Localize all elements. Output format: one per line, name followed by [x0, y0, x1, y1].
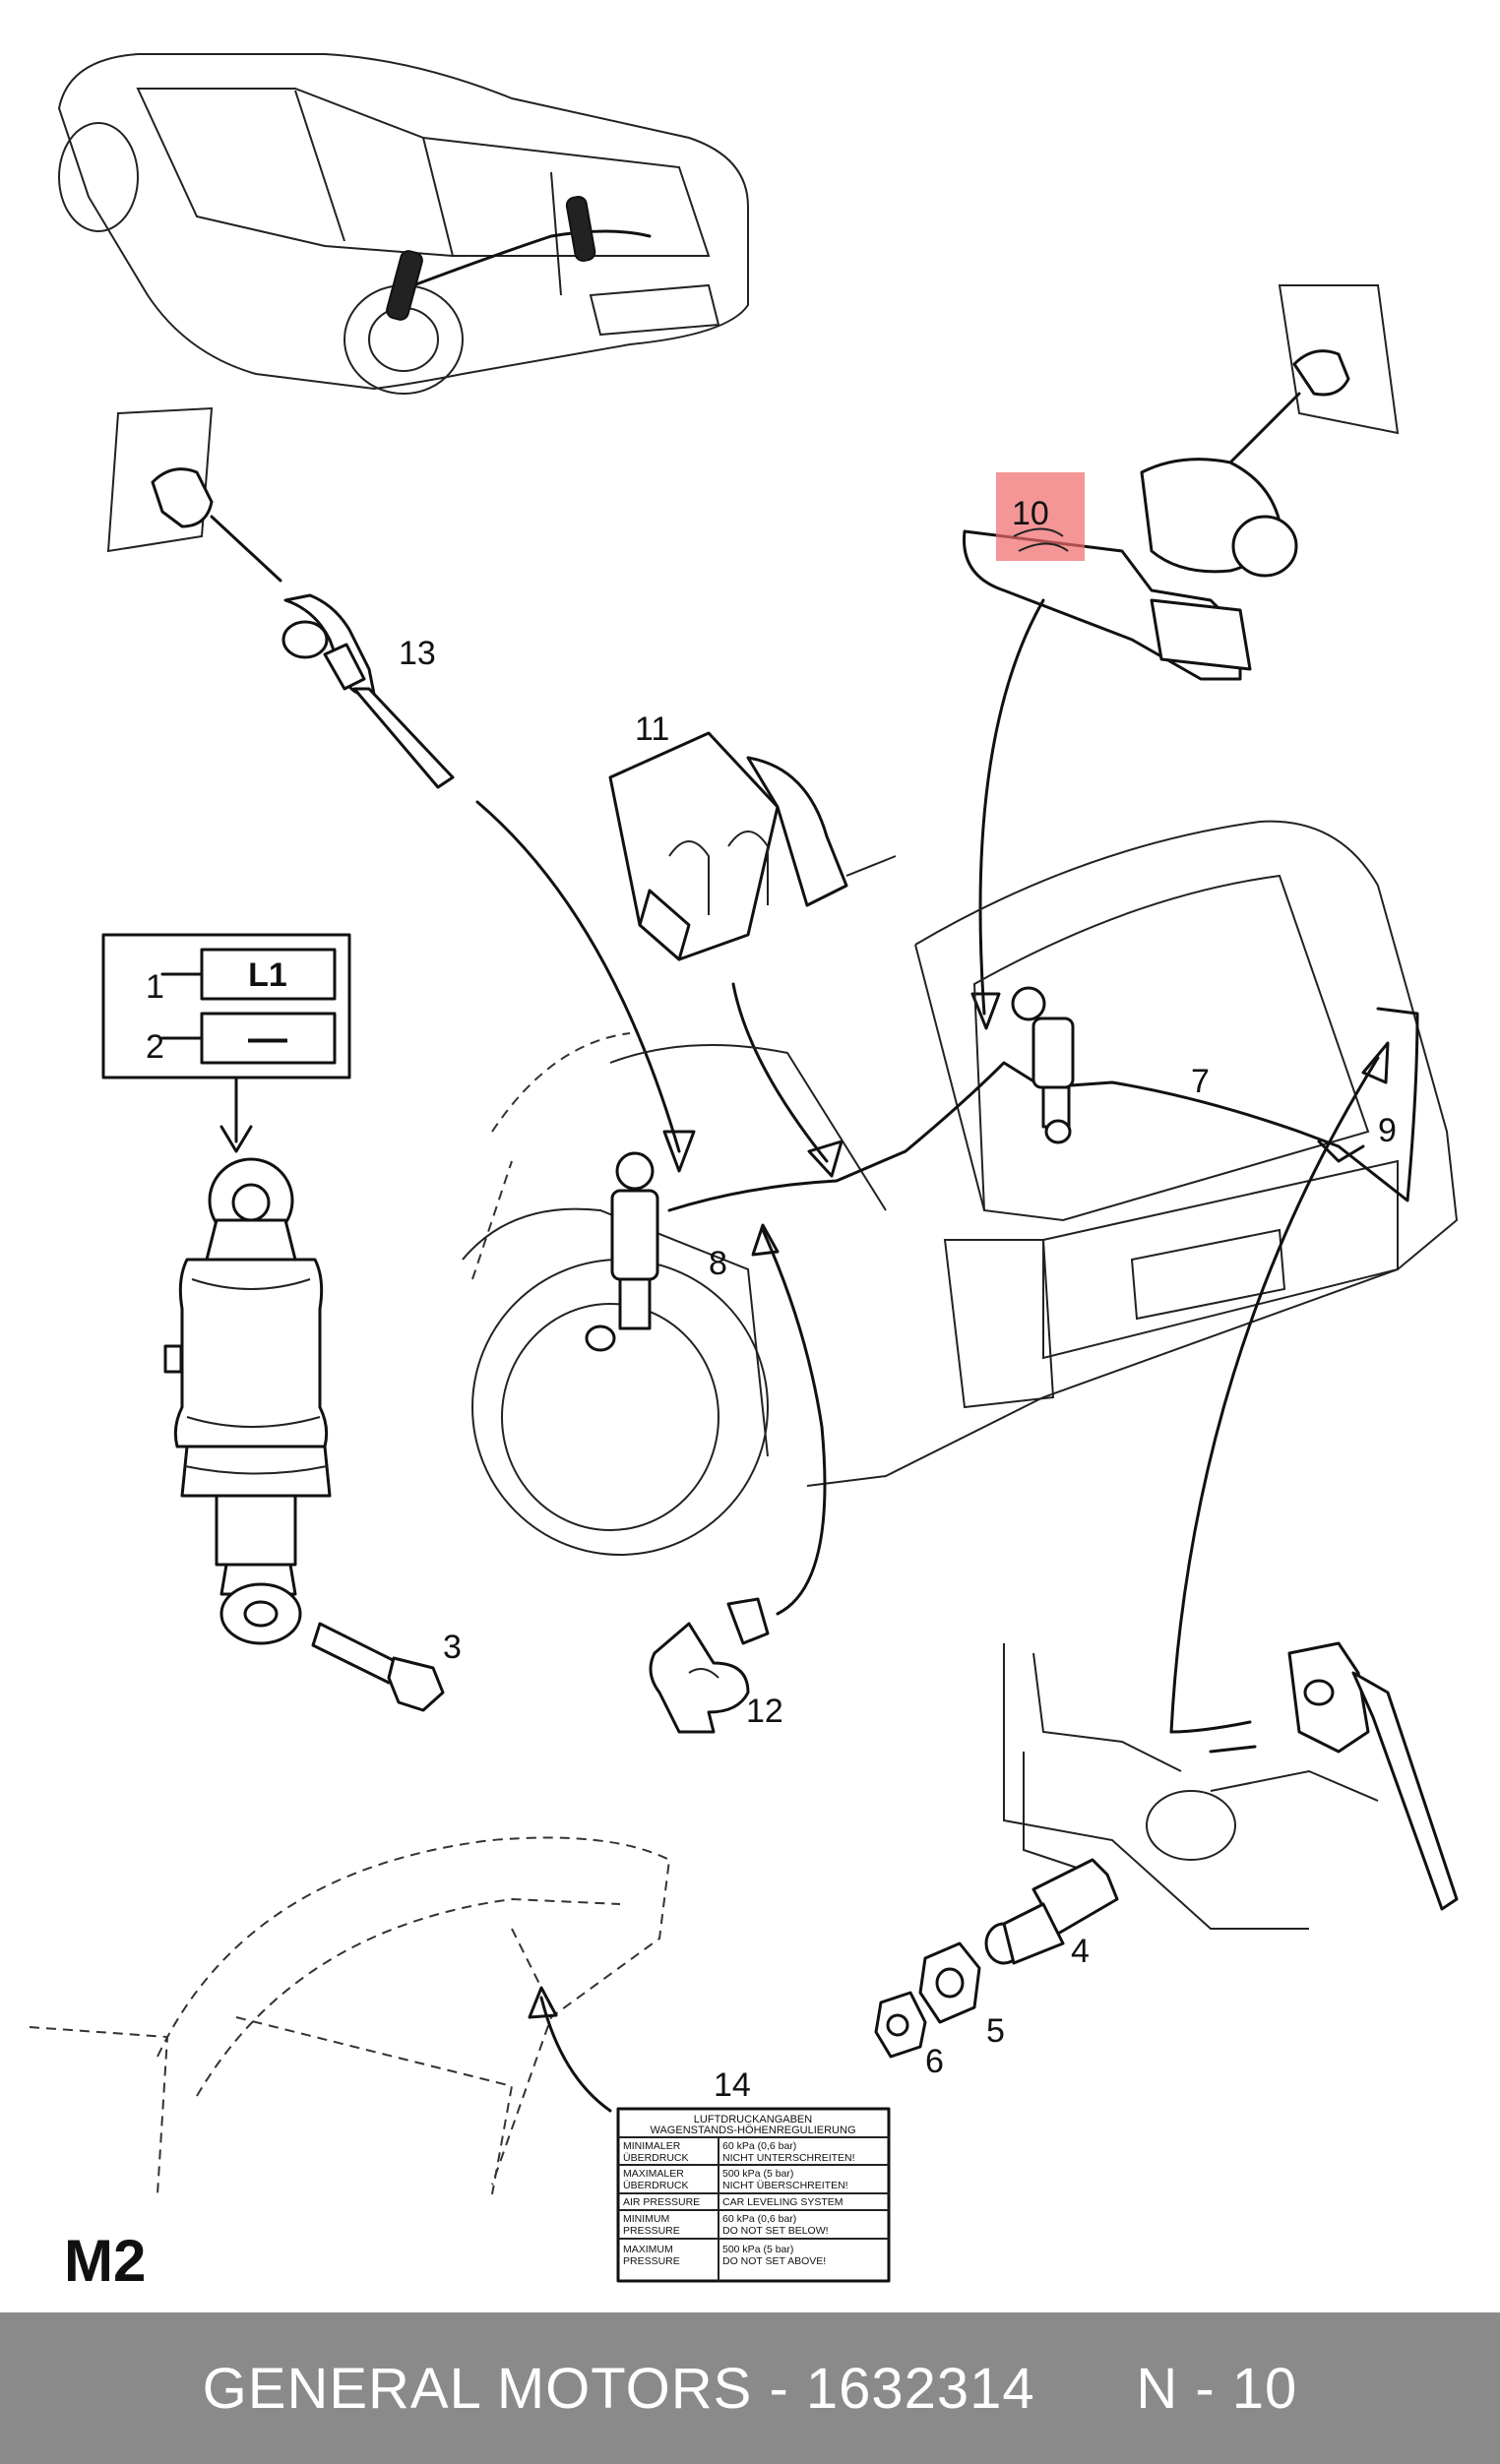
rear-shock-left-mini: [386, 250, 423, 321]
part-13-pressure-connector: [106, 406, 696, 1173]
label-row2-right2: NICHT ÜBERSCHREITEN!: [722, 2180, 848, 2191]
part-3-bolt: 3: [311, 1622, 462, 1712]
part-10-air-fitting: [963, 284, 1400, 1030]
label-row5-right2: DO NOT SET ABOVE!: [722, 2255, 826, 2267]
compressor-bracket-illustration: [1003, 1641, 1459, 1930]
label-row4-left: MINIMUM: [623, 2213, 669, 2225]
label-title-1: LUFTDRUCKANGABEN: [694, 2114, 812, 2125]
label-row4-right2: DO NOT SET BELOW!: [722, 2225, 829, 2237]
shock-absorber-small-right: [1011, 986, 1075, 1144]
label-row4-left2: PRESSURE: [623, 2225, 680, 2237]
pin-1-code: L1: [248, 956, 287, 994]
callout-1: 1: [146, 968, 164, 1006]
callout-4: 4: [1071, 1933, 1090, 1970]
footer-brand: GENERAL MOTORS: [202, 2356, 753, 2421]
open-tailgate-illustration: [29, 1836, 671, 2195]
wagon-overview-illustration: [57, 53, 749, 395]
callout-7: 7: [1191, 1063, 1210, 1100]
label-row3-left: AIR PRESSURE: [623, 2196, 700, 2208]
footer-bar: GENERAL MOTORS - 1632314 N - 10: [0, 2312, 1500, 2464]
label-row3-right: CAR LEVELING SYSTEM: [722, 2196, 844, 2208]
label-row1-right2: NICHT UNTERSCHREITEN!: [722, 2152, 855, 2164]
label-title-2: WAGENSTANDS-HÖHENREGULIERUNG: [650, 2125, 855, 2136]
rear-car-body-illustration: [462, 820, 1459, 1556]
callout-2: 2: [146, 1028, 164, 1066]
label-row1-left: MINIMALER: [623, 2140, 681, 2152]
part-6-cap: 6: [874, 1991, 944, 2080]
part-11-hose-clip: [608, 731, 897, 1178]
parts-diagram: 1 2 L1 — 3: [29, 53, 1459, 2294]
pin-2-code: —: [248, 1016, 287, 1060]
label-row2-left: MAXIMALER: [623, 2168, 684, 2180]
connector-pin-table: 1 2 L1 —: [101, 933, 351, 1153]
air-lines: [667, 1007, 1419, 1734]
part-14-pressure-label: LUFTDRUCKANGABEN WAGENSTANDS-HÖHENREGULI…: [616, 2107, 891, 2283]
callout-9: 9: [1378, 1112, 1397, 1149]
callout-11: 11: [635, 710, 669, 748]
callout-6: 6: [925, 2043, 944, 2080]
label-row5-left: MAXIMUM: [623, 2244, 673, 2255]
rear-shock-right-mini: [565, 196, 596, 262]
footer-part-number: 1632314: [805, 2356, 1035, 2421]
callout-13: 13: [399, 635, 436, 672]
label-row4-right: 60 kPa (0,6 bar): [722, 2213, 796, 2225]
footer-separator: -: [752, 2356, 806, 2421]
part-12-clip: [649, 1223, 827, 1734]
callout-8: 8: [709, 1245, 727, 1282]
label-row2-right: 500 kPa (5 bar): [722, 2168, 793, 2180]
label-row5-right: 500 kPa (5 bar): [722, 2244, 793, 2255]
label-row1-left2: ÜBERDRUCK: [623, 2152, 689, 2164]
page-label: M2: [64, 2228, 146, 2294]
callout-10: 10: [1012, 495, 1049, 532]
part-10-highlight: [996, 472, 1085, 561]
callout-12: 12: [746, 1693, 783, 1730]
shock-absorber-small-left: [585, 1151, 659, 1352]
footer-section: N - 10: [1136, 2356, 1298, 2421]
label-row1-right: 60 kPa (0,6 bar): [722, 2140, 796, 2152]
callout-5: 5: [986, 2012, 1005, 2050]
label-row5-left2: PRESSURE: [623, 2255, 680, 2267]
callout-3: 3: [443, 1629, 462, 1666]
footer-gap: [1035, 2356, 1137, 2422]
callout-14: 14: [714, 2066, 751, 2104]
label-row2-left2: ÜBERDRUCK: [623, 2180, 689, 2191]
shock-absorber-large: [163, 1157, 332, 1645]
part-5-nut: 5: [918, 1941, 1005, 2050]
part-4-connector-pin: 4: [984, 1858, 1119, 1970]
